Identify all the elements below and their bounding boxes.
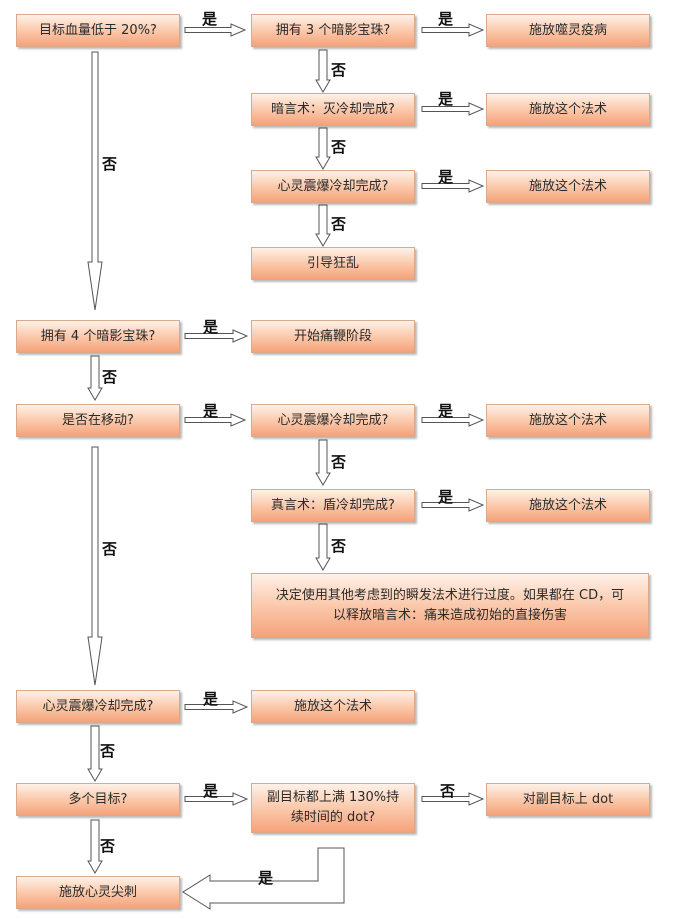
arrow-down — [315, 523, 331, 571]
node-apply-dot: 对副目标上 dot — [486, 783, 650, 816]
node-mind-blast-check-2: 心灵震爆冷却完成? — [251, 404, 415, 437]
node-shield-cooldown-check: 真言术：盾冷却完成? — [251, 489, 415, 522]
arrow-down — [315, 49, 331, 93]
label-no: 否 — [331, 138, 347, 156]
arrow-right — [421, 498, 485, 512]
node-moving-check: 是否在移动? — [16, 404, 180, 437]
label-yes: 是 — [438, 90, 454, 108]
arrow-right — [421, 23, 485, 37]
arrow-right — [421, 792, 485, 806]
label-no: 否 — [331, 537, 347, 555]
node-start-flay-phase: 开始痛鞭阶段 — [251, 320, 415, 353]
node-cast-spell-4: 施放这个法术 — [486, 489, 650, 522]
label-no: 否 — [331, 215, 347, 233]
arrow-right — [421, 179, 485, 193]
node-channel-insanity: 引导狂乱 — [251, 247, 415, 280]
node-cast-spell-3: 施放这个法术 — [486, 404, 650, 437]
label-no: 否 — [100, 837, 116, 855]
label-yes: 是 — [203, 318, 219, 336]
label-no: 否 — [331, 453, 347, 471]
label-yes: 是 — [203, 782, 219, 800]
arrow-right — [184, 792, 249, 806]
label-no: 否 — [102, 368, 118, 386]
label-no: 否 — [102, 155, 118, 173]
arrow-right — [184, 23, 247, 37]
node-cast-mind-spike: 施放心灵尖刺 — [16, 876, 180, 909]
arrow-down — [315, 204, 331, 247]
label-yes: 是 — [258, 869, 274, 887]
arrow-down — [87, 725, 103, 782]
label-yes: 是 — [438, 10, 454, 28]
node-3-orbs-check: 拥有 3 个暗影宝珠? — [251, 14, 415, 47]
arrow-down — [87, 819, 103, 874]
node-cast-spell-5: 施放这个法术 — [251, 690, 415, 723]
label-no: 否 — [100, 742, 116, 760]
label-no: 否 — [440, 782, 456, 800]
label-yes: 是 — [203, 402, 219, 420]
node-instant-spell-note: 决定使用其他考虑到的瞬发法术进行过度。如果都在 CD，可以释放暗言术：痛来造成初… — [251, 573, 649, 638]
label-yes: 是 — [438, 488, 454, 506]
node-target-hp-check: 目标血量低于 20%? — [16, 14, 180, 47]
node-cast-spell-2: 施放这个法术 — [486, 170, 650, 203]
arrow-right — [184, 700, 249, 714]
node-dot-duration-check: 副目标都上满 130%持续时间的 dot? — [251, 783, 415, 833]
arrow-down — [315, 127, 331, 170]
arrow-down-long — [87, 51, 103, 311]
label-no: 否 — [102, 540, 118, 558]
node-cast-spell-1: 施放这个法术 — [486, 93, 650, 126]
arrow-down — [315, 439, 331, 486]
node-mind-blast-check-3: 心灵震爆冷却完成? — [16, 690, 180, 723]
node-cast-devouring-plague: 施放噬灵疫病 — [486, 14, 650, 47]
node-4-orbs-check: 拥有 4 个暗影宝珠? — [16, 320, 180, 353]
arrow-down — [87, 355, 103, 401]
arrow-right — [421, 102, 485, 116]
label-yes: 是 — [438, 168, 454, 186]
arrow-return-left — [182, 847, 345, 910]
label-no: 否 — [331, 61, 347, 79]
node-swd-cooldown-check: 暗言术：灭冷却完成? — [251, 93, 415, 126]
label-yes: 是 — [203, 690, 219, 708]
arrow-right — [184, 413, 247, 427]
node-mind-blast-check-1: 心灵震爆冷却完成? — [251, 170, 415, 203]
label-yes: 是 — [202, 10, 218, 28]
node-multi-target-check: 多个目标? — [16, 783, 180, 816]
arrow-right — [184, 329, 249, 343]
arrow-right — [421, 413, 485, 427]
arrow-down-long — [87, 446, 103, 686]
label-yes: 是 — [438, 402, 454, 420]
